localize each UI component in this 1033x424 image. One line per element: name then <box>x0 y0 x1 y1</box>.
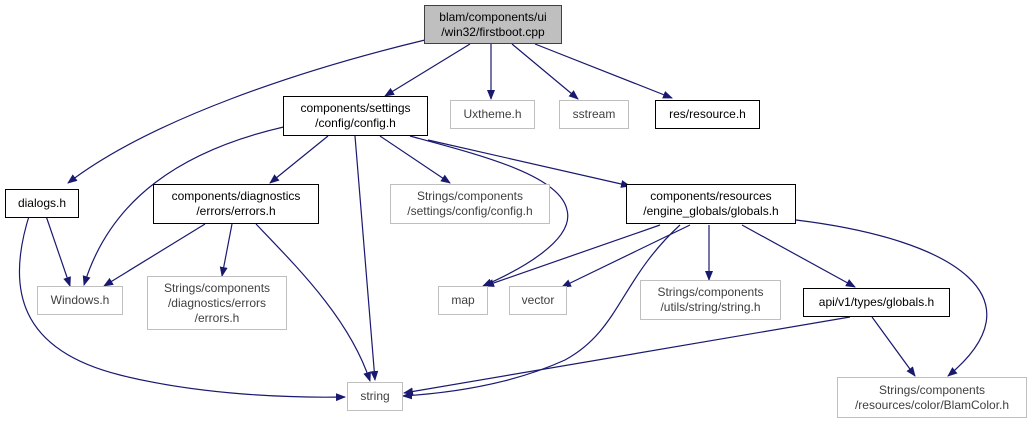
node-blamcolor-h: Strings/components /resources/color/Blam… <box>837 377 1027 418</box>
node-label: dialogs.h <box>17 196 67 210</box>
node-strings-config-h: Strings/components /settings/config/conf… <box>390 184 550 224</box>
edge-dialogs-string <box>18 212 346 402</box>
node-resource-h[interactable]: res/resource.h <box>655 100 760 129</box>
node-uxtheme-h: Uxtheme.h <box>450 100 535 129</box>
edge-api-globals-blamcolor <box>871 316 916 377</box>
node-root-firstboot-cpp[interactable]: blam/components/ui /win32/firstboot.cpp <box>424 5 562 44</box>
node-label: map <box>451 293 475 307</box>
edge-globals-map <box>484 224 661 287</box>
node-api-globals-h[interactable]: api/v1/types/globals.h <box>803 288 950 317</box>
node-label: components/settings /config/config.h <box>300 101 411 130</box>
node-label: Strings/components /utils/string/string.… <box>657 285 764 314</box>
node-config-h[interactable]: components/settings /config/config.h <box>283 96 428 136</box>
node-globals-h[interactable]: components/resources /engine_globals/glo… <box>626 184 796 224</box>
node-label: Windows.h <box>50 293 110 307</box>
edge-root-dialogs <box>67 39 426 184</box>
edge-errors-string <box>255 223 371 382</box>
node-label: res/resource.h <box>669 107 746 121</box>
node-string: string <box>347 382 403 411</box>
node-vector: vector <box>509 286 567 315</box>
edge-api-globals-string <box>403 316 851 396</box>
node-label: Strings/components /settings/config/conf… <box>407 189 533 218</box>
node-label: api/v1/types/globals.h <box>818 295 935 309</box>
edge-root-config <box>384 43 471 97</box>
edge-config-strings-config <box>379 135 451 184</box>
node-label: vector <box>521 293 555 307</box>
edge-globals-api-globals <box>741 224 856 288</box>
node-dialogs-h[interactable]: dialogs.h <box>5 189 79 218</box>
node-label: Strings/components /diagnostics/errors /… <box>163 280 271 325</box>
edge-globals-string <box>402 224 681 400</box>
node-windows-h: Windows.h <box>37 286 123 315</box>
edge-config-string <box>354 135 379 381</box>
node-label: sstream <box>572 107 616 121</box>
edge-root-resource <box>534 43 673 99</box>
node-label: string <box>360 389 390 403</box>
node-label: components/resources /engine_globals/glo… <box>643 189 779 218</box>
edge-config-errors <box>269 135 329 184</box>
edge-dialogs-windows <box>44 212 71 287</box>
node-label: components/diagnostics /errors/errors.h <box>171 189 301 218</box>
node-label: blam/components/ui /win32/firstboot.cpp <box>439 9 547 39</box>
node-errors-h[interactable]: components/diagnostics /errors/errors.h <box>153 184 319 224</box>
edge-config-windows <box>82 125 289 286</box>
dependency-edges <box>18 39 988 402</box>
edge-errors-strings-errors <box>219 223 233 277</box>
node-label: Strings/components /resources/color/Blam… <box>854 382 1010 412</box>
edge-config-map <box>409 135 569 287</box>
edge-root-sstream <box>511 43 579 100</box>
node-sstream: sstream <box>559 100 629 129</box>
edge-errors-windows <box>103 223 206 287</box>
node-label: Uxtheme.h <box>463 107 522 121</box>
node-strings-errors-h: Strings/components /diagnostics/errors /… <box>147 276 287 330</box>
edge-globals-blamcolor <box>795 219 988 377</box>
node-strings-string-h: Strings/components /utils/string/string.… <box>640 280 781 320</box>
node-map: map <box>438 286 488 315</box>
edge-config-globals <box>427 139 631 188</box>
